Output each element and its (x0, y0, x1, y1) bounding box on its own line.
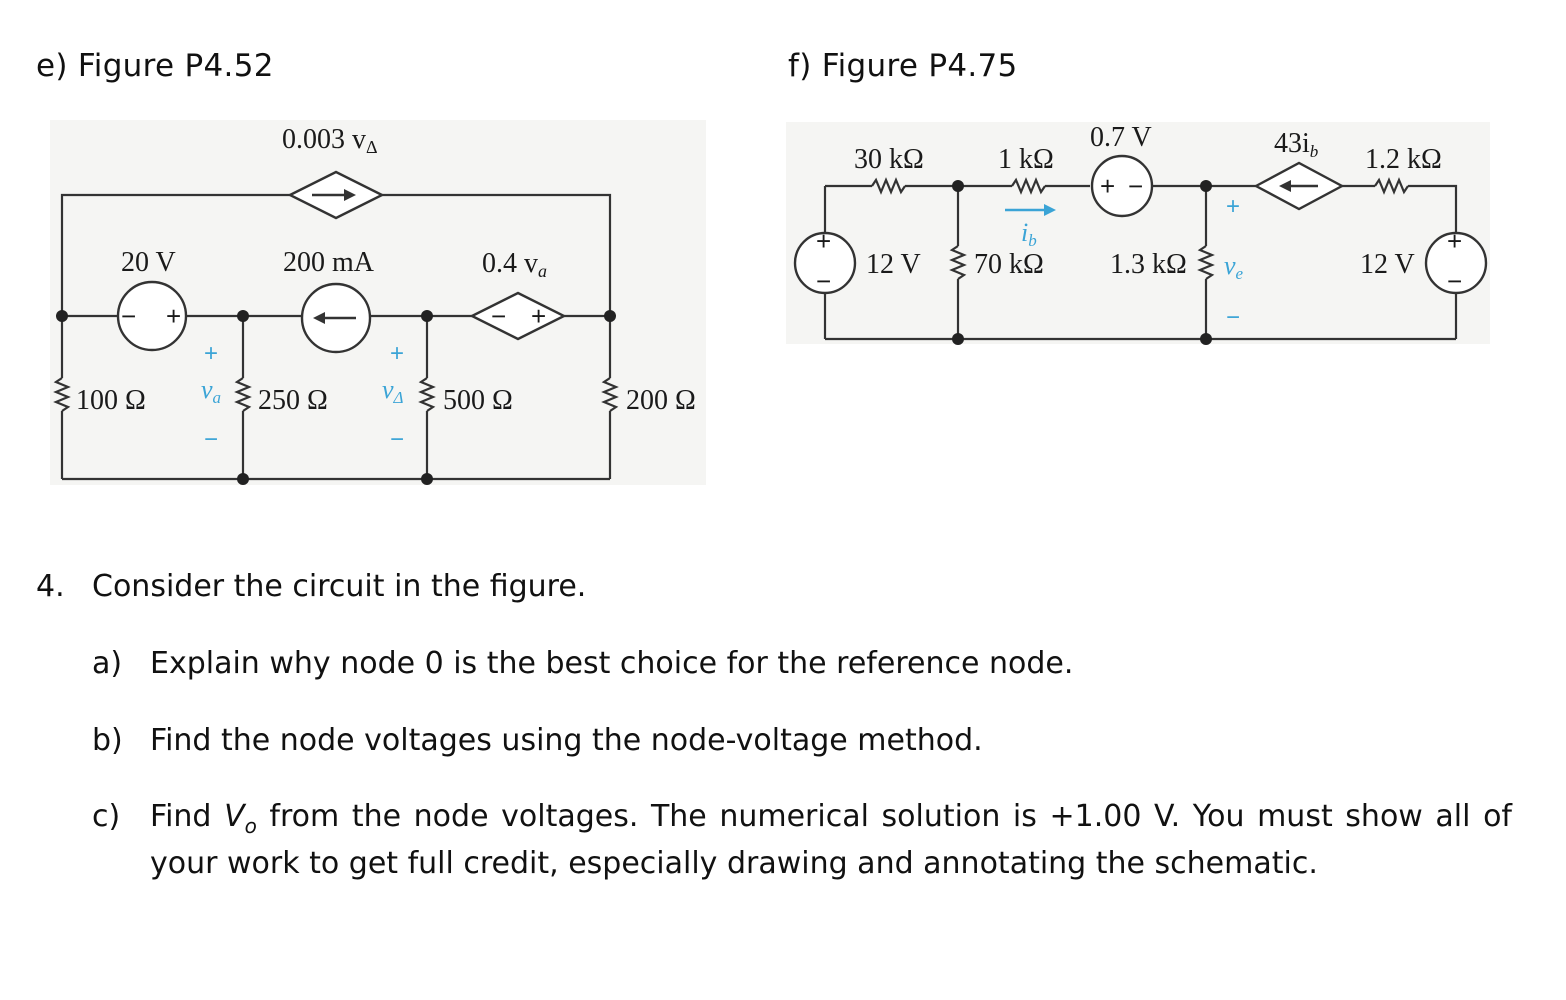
ve-label: ve (1224, 251, 1244, 283)
resistor-30k (871, 177, 906, 195)
svg-text:+: + (816, 226, 831, 256)
source-20v-label: 20 V (121, 247, 176, 278)
r-250-label: 250 Ω (258, 385, 328, 416)
r-30k-label: 30 kΩ (854, 144, 924, 175)
current-source-200ma (300, 282, 372, 354)
svg-text:−: − (1447, 266, 1462, 296)
voltage-source-12v-left: + − (793, 226, 857, 296)
v-0-7-label: 0.7 V (1090, 122, 1152, 153)
r-70k-label: 70 kΩ (974, 249, 1044, 280)
dep-voltage-label: 0.4 va (482, 248, 547, 281)
dep-current-label: 0.003 vΔ (282, 124, 378, 157)
svg-text:+: + (531, 301, 546, 331)
arrow-right-icon (344, 189, 356, 201)
vo-variable: Vo (224, 799, 257, 838)
r-1-3k-label: 1.3 kΩ (1110, 249, 1187, 280)
problem-number: 4. (36, 569, 65, 604)
dependent-voltage-source: − + (469, 291, 567, 341)
figure-e-heading: e) Figure P4.52 (36, 48, 274, 84)
ib-label: ib (1021, 218, 1037, 250)
svg-text:−: − (1128, 171, 1143, 201)
source-200ma-label: 200 mA (283, 247, 375, 278)
resistor-100-ohm (53, 316, 71, 479)
part-a-letter: a) (92, 646, 123, 681)
vdelta-label: vΔ (382, 375, 404, 407)
figure-background (786, 122, 1490, 344)
r-500-label: 500 Ω (443, 385, 513, 416)
resistor-1-2k (1374, 177, 1409, 195)
r-1-2k-label: 1.2 kΩ (1365, 144, 1442, 175)
vdelta-plus: + (390, 340, 404, 367)
va-minus: − (204, 426, 218, 453)
svg-text:+: + (166, 301, 181, 331)
resistor-70k (949, 245, 967, 280)
r-100-label: 100 Ω (76, 385, 146, 416)
part-a: a) Explain why node 0 is the best choice… (92, 645, 1512, 683)
r-1k-label: 1 kΩ (998, 144, 1054, 175)
svg-text:−: − (816, 266, 831, 296)
resistor-1k (1011, 177, 1046, 195)
vdelta-minus: − (390, 426, 404, 453)
dep-current-43ib-label: 43ib (1274, 128, 1318, 161)
dependent-current-source (287, 170, 385, 220)
ib-arrow-icon (1005, 204, 1056, 216)
va-plus: + (204, 340, 218, 367)
figure-p4-75-circuit: + − + − + − 30 kΩ 1 kΩ 0.7 V (786, 122, 1490, 345)
svg-text:−: − (491, 301, 506, 331)
resistor-1-3k (1197, 245, 1215, 280)
voltage-source-20v: − + (116, 280, 188, 352)
svg-text:−: − (121, 301, 136, 331)
va-label: va (201, 375, 221, 407)
figure-f-heading: f) Figure P4.75 (788, 48, 1018, 84)
voltage-source-0-7v: + − (1090, 154, 1154, 218)
arrow-left-icon (1279, 180, 1291, 192)
part-c-letter: c) (92, 799, 121, 834)
source-12v-left-label: 12 V (866, 249, 921, 280)
ve-minus: − (1226, 304, 1240, 331)
part-c: c) Find Vo from the node voltages. The n… (92, 798, 1512, 883)
ve-plus: + (1226, 193, 1240, 220)
dependent-current-source-43ib (1253, 161, 1345, 211)
resistor-500-ohm (418, 316, 436, 479)
svg-text:+: + (1100, 171, 1115, 201)
r-200-label: 200 Ω (626, 385, 696, 416)
resistor-250-ohm (234, 316, 252, 479)
part-b-letter: b) (92, 723, 123, 758)
arrow-left-icon (313, 312, 325, 324)
part-a-text: Explain why node 0 is the best choice fo… (150, 646, 1074, 681)
source-12v-right-label: 12 V (1360, 249, 1415, 280)
resistor-200-ohm (601, 316, 619, 479)
problem-intro-text: Consider the circuit in the figure. (92, 569, 587, 604)
svg-text:+: + (1447, 226, 1462, 256)
circuit-nodes (952, 180, 1212, 345)
part-b: b) Find the node voltages using the node… (92, 722, 1512, 760)
part-b-text: Find the node voltages using the node-vo… (150, 723, 983, 758)
circuit-nodes (56, 310, 616, 485)
figure-p4-52-circuit: − + − + 0.003 vΔ 20 V 200 mA 0.4 va 100 … (50, 120, 706, 485)
problem-4-intro: 4. Consider the circuit in the figure. (36, 568, 586, 606)
part-c-text: Find Vo from the node voltages. The nume… (150, 799, 1512, 881)
